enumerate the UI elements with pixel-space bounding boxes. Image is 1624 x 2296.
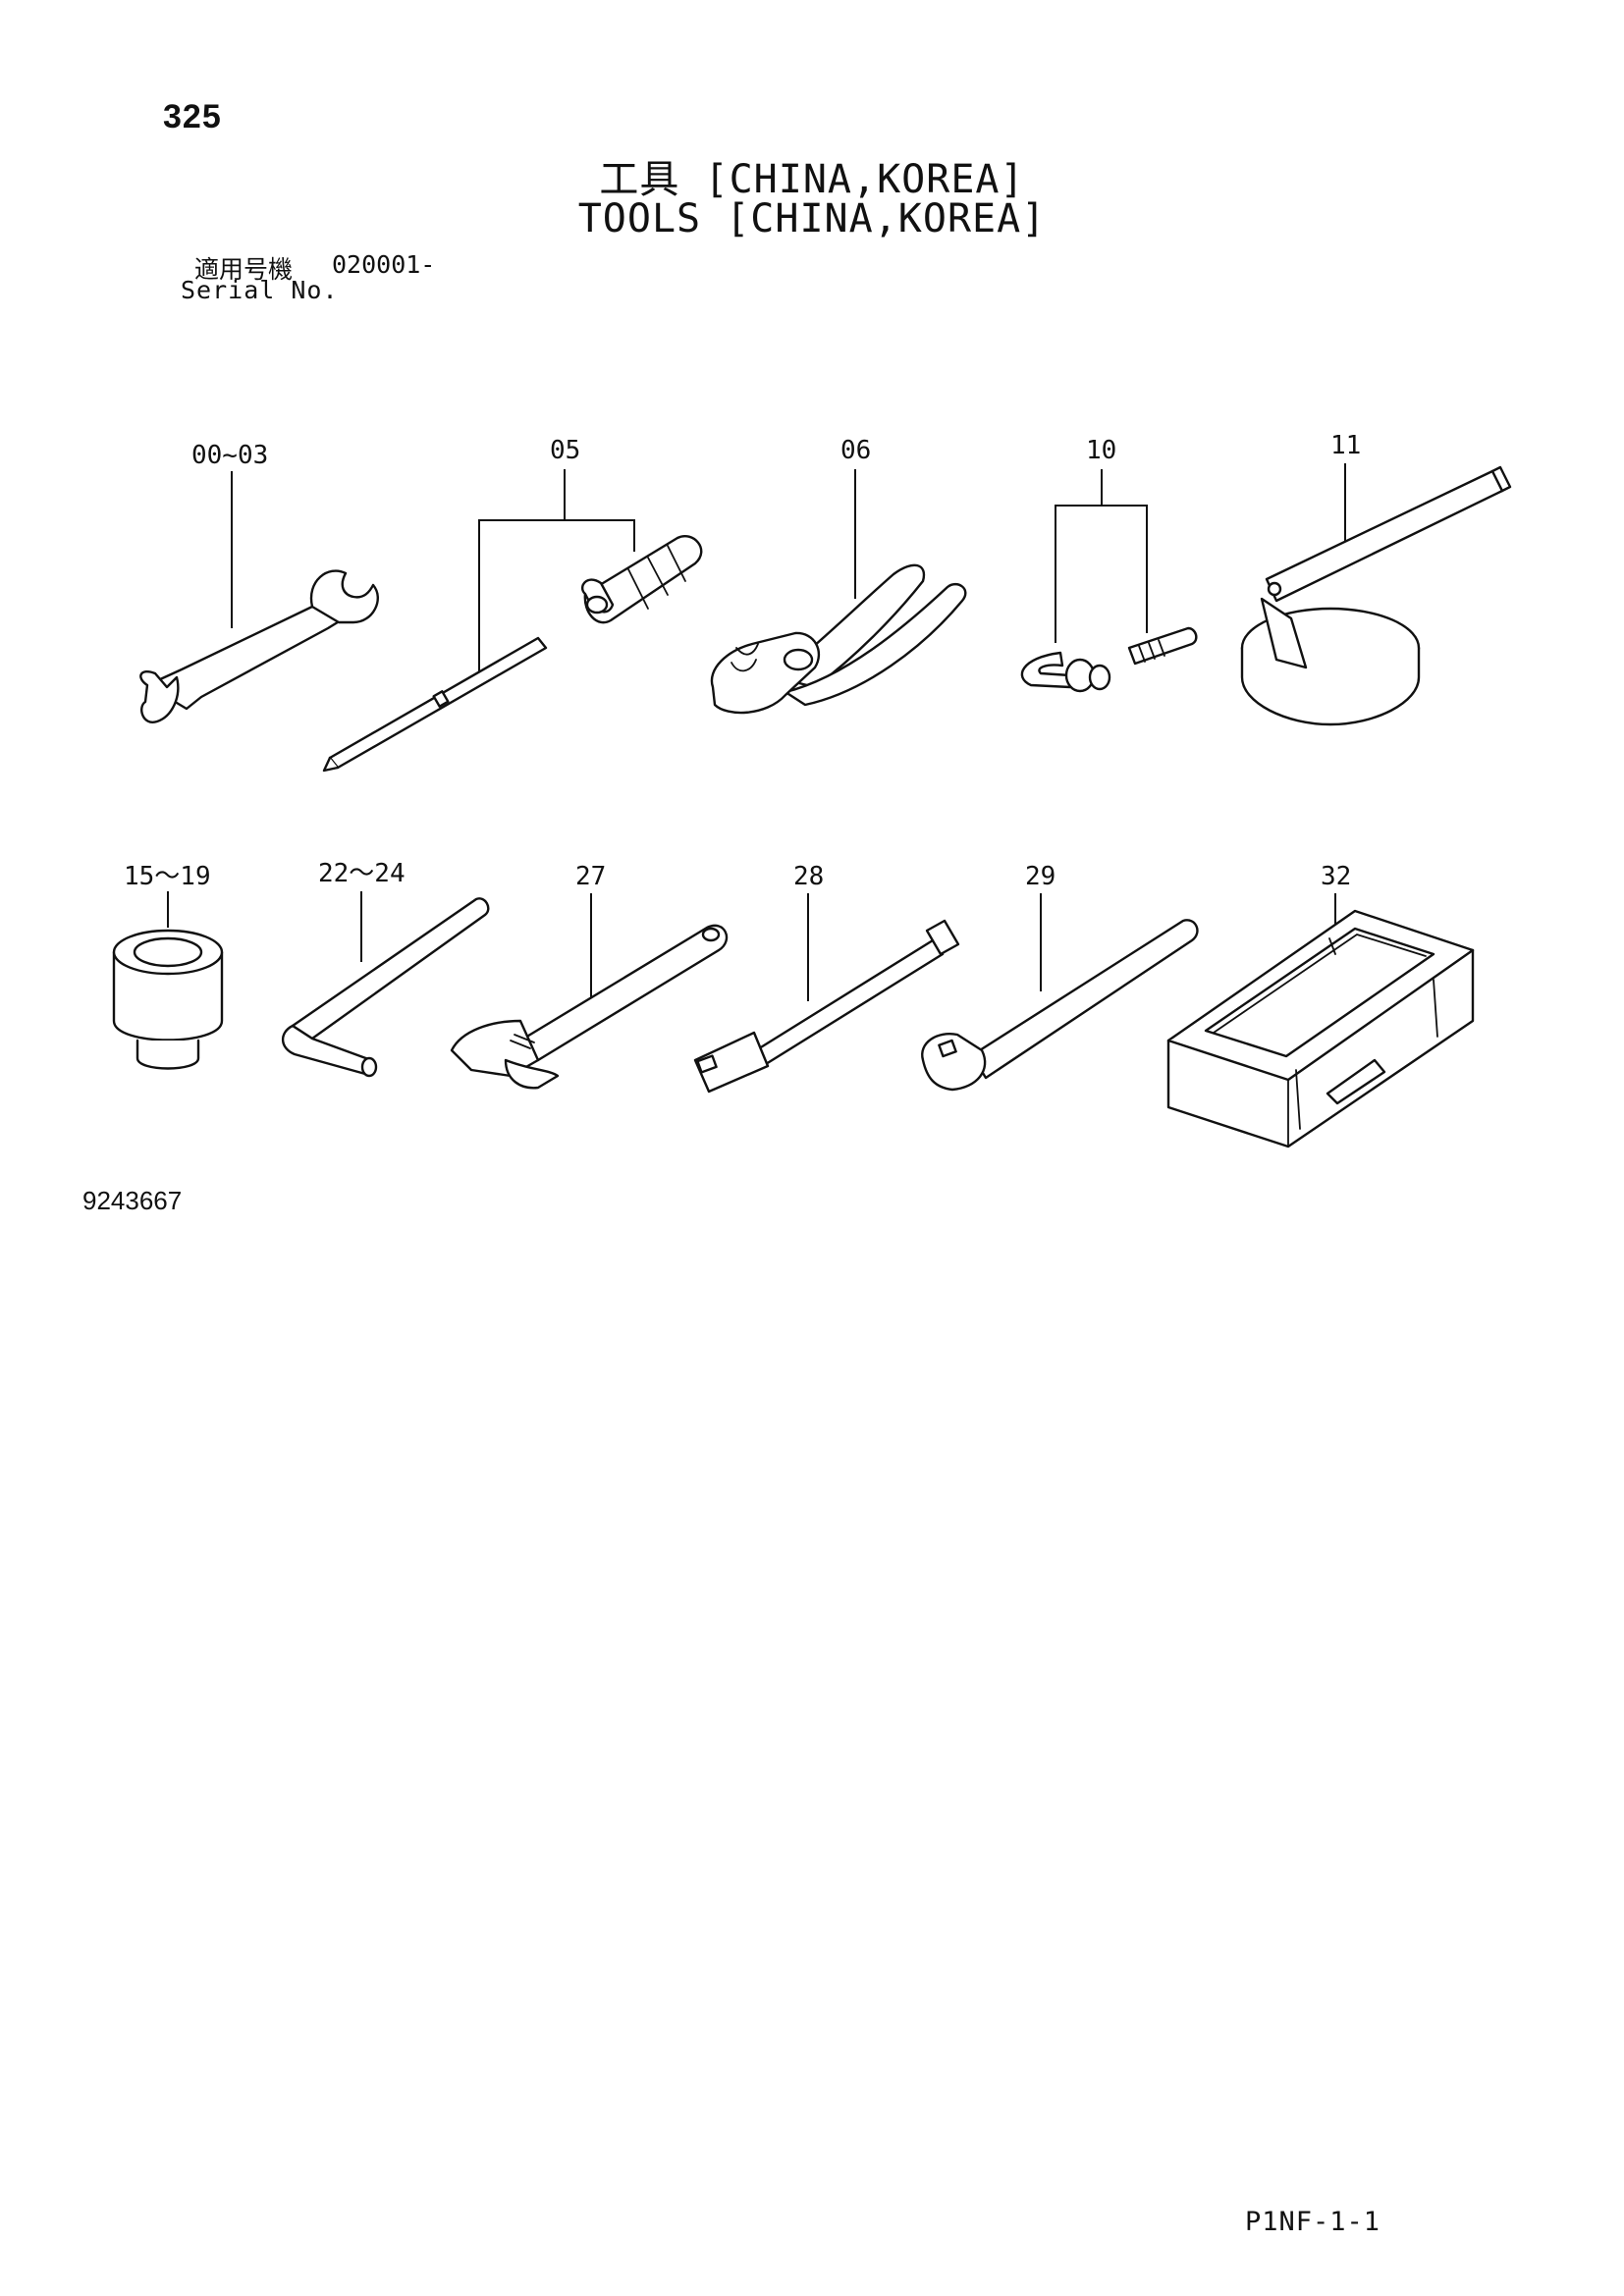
callout-label-shackle: 10 [1086, 436, 1116, 465]
callout-label-wrench: 00~03 [191, 441, 268, 470]
title-english: TOOLS [CHINA,KOREA] [577, 196, 1047, 241]
tool-box-icon [1166, 909, 1475, 1148]
socket-icon [112, 929, 224, 1070]
hex-key-icon [281, 897, 490, 1078]
adjustable-wrench-icon [450, 924, 729, 1090]
extension-bar-icon [693, 919, 960, 1094]
callout-label-hex-key: 22～24 [318, 859, 406, 888]
page-code: P1NF-1-1 [1245, 2207, 1381, 2237]
page-number: 325 [163, 98, 222, 135]
pliers-icon [710, 563, 967, 715]
tools-diagram: 00~03 05 06 10 11 15～19 22～24 27 28 29 3… [112, 431, 1512, 1148]
callout-label-extension-bar: 28 [793, 862, 824, 891]
title-japanese: 工具 [CHINA,KOREA] [599, 157, 1025, 202]
callout-label-adjustable-wrench: 27 [575, 862, 606, 891]
callout-label-tool-box: 32 [1321, 862, 1351, 891]
leader-lines [167, 463, 1346, 1006]
callout-label-socket: 15～19 [124, 862, 211, 891]
drawing-number: 9243667 [82, 1186, 183, 1215]
wrench-icon [139, 569, 379, 723]
screwdriver-icon [322, 535, 703, 773]
ratchet-handle-icon [921, 919, 1199, 1092]
shackle-icon [1020, 626, 1198, 693]
callout-label-ratchet-handle: 29 [1025, 862, 1056, 891]
serial-label-english: Serial No. [181, 276, 339, 304]
callout-label-screwdriver: 05 [550, 436, 580, 465]
serial-number-range: 020001- [332, 250, 436, 279]
callout-label-filter-wrench: 11 [1330, 431, 1361, 460]
filter-wrench-icon [1240, 465, 1512, 726]
serial-label-japanese: 適用号機 [194, 255, 294, 284]
callout-label-pliers: 06 [840, 436, 871, 465]
